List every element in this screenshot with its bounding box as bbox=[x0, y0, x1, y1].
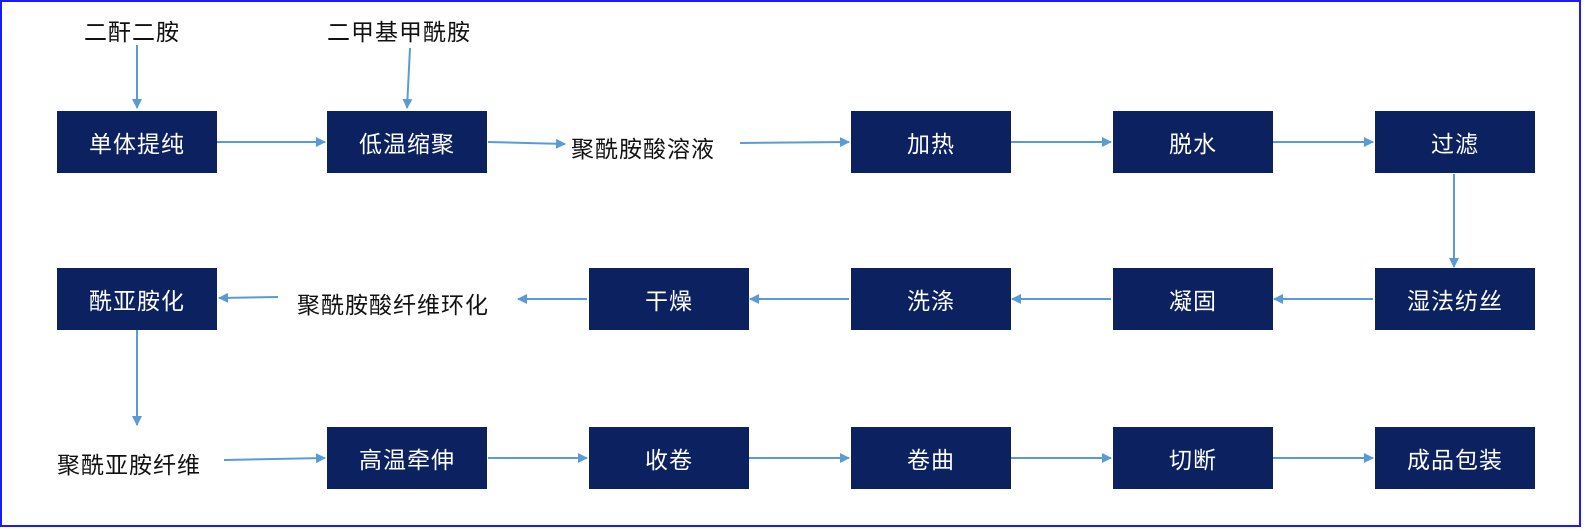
arrow-polycondensation-to-solution bbox=[487, 138, 566, 149]
step-cutting: 切断 bbox=[1113, 427, 1273, 489]
step-crimping: 卷曲 bbox=[851, 427, 1011, 489]
intermediate-polyamic-acid-solution: 聚酰胺酸溶液 bbox=[571, 137, 715, 163]
product-polyimide-fiber: 聚酰亚胺纤维 bbox=[57, 453, 201, 479]
step-wet-spinning: 湿法纺丝 bbox=[1375, 268, 1535, 330]
arrow-fiber-to-stretching bbox=[223, 453, 326, 464]
step-coagulation: 凝固 bbox=[1113, 268, 1273, 330]
step-high-temp-stretching: 高温牵伸 bbox=[327, 427, 487, 489]
arrow-dmf-to-polycondensation bbox=[402, 47, 413, 109]
step-filtration: 过滤 bbox=[1375, 111, 1535, 173]
step-low-temp-polycondensation: 低温缩聚 bbox=[327, 111, 487, 173]
step-monomer-purification: 单体提纯 bbox=[57, 111, 217, 173]
step-packaging: 成品包装 bbox=[1375, 427, 1535, 489]
step-imidization: 酰亚胺化 bbox=[57, 268, 217, 330]
arrow-cyclization-to-imidization bbox=[218, 292, 279, 303]
step-heating: 加热 bbox=[851, 111, 1011, 173]
input-dianhydride-diamine: 二酐二胺 bbox=[84, 20, 180, 46]
input-dmf: 二甲基甲酰胺 bbox=[327, 20, 471, 46]
intermediate-polyamic-acid-fiber-cyclization: 聚酰胺酸纤维环化 bbox=[297, 293, 489, 319]
step-washing: 洗涤 bbox=[851, 268, 1011, 330]
step-winding: 收卷 bbox=[589, 427, 749, 489]
step-drying: 干燥 bbox=[589, 268, 749, 330]
arrow-solution-to-heating bbox=[739, 137, 850, 148]
step-dehydration: 脱水 bbox=[1113, 111, 1273, 173]
